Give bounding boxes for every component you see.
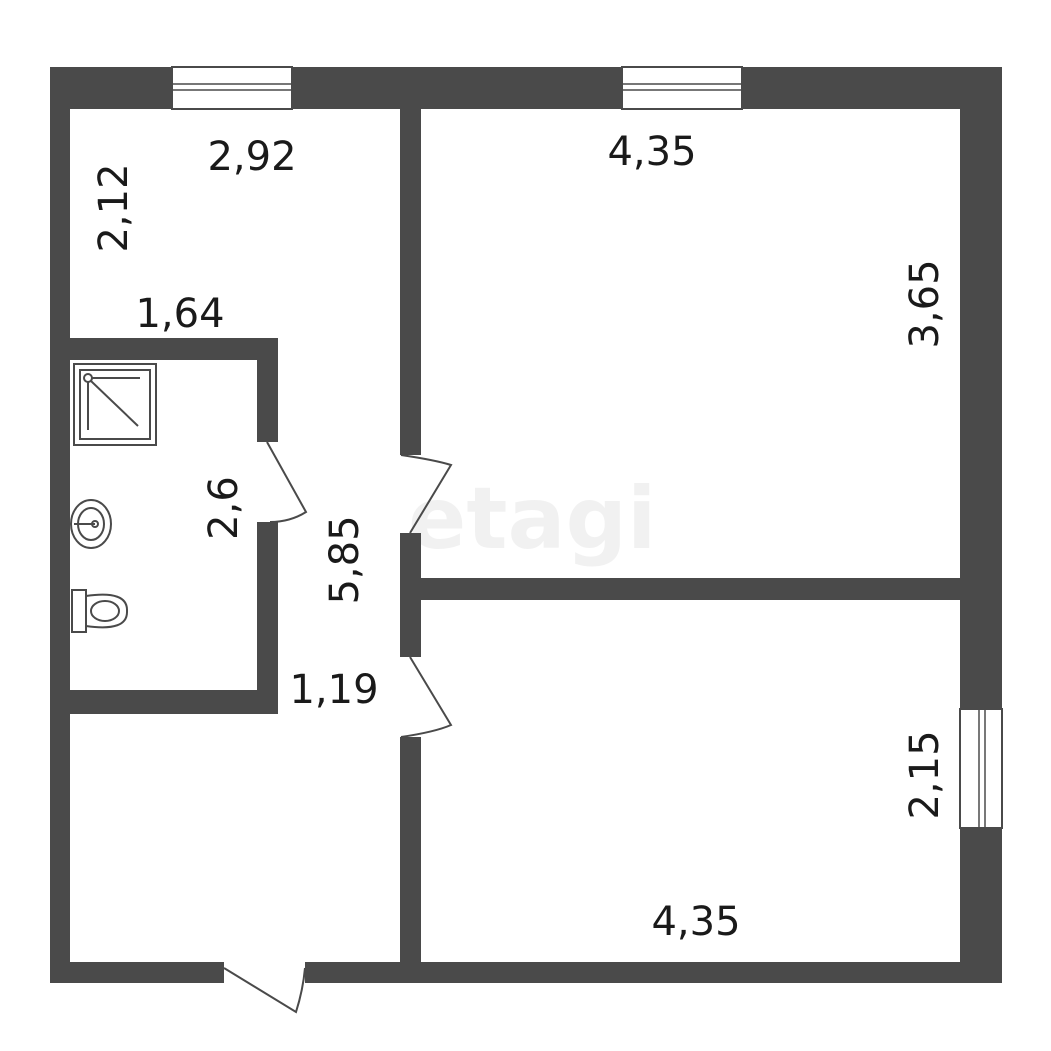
watermark: etagi [408,469,657,569]
bathroom-width-label: 1,64 [135,291,224,337]
left-wall [50,67,70,983]
partition-lower [400,737,421,963]
room1-length-label: 3,65 [902,259,948,348]
hall-length-label: 5,85 [322,515,368,604]
bathroom-length-label: 2,6 [201,476,247,540]
interior-walls [70,109,960,963]
bathroom-bottom-wall [70,690,278,714]
toilet-icon [71,589,129,633]
room2-length-label: 2,15 [902,730,948,819]
window-icon [171,66,293,110]
partition-middle [400,533,421,657]
partition-upper [400,109,421,455]
door-swing-icon [400,454,453,534]
bathroom-right-wall-upper [257,338,278,442]
outer-walls [50,67,1002,983]
sink-icon [70,499,112,549]
corridor-width-label: 2,92 [207,134,296,180]
right-wall-upper [960,67,1002,709]
room-divider-wall [421,578,960,600]
window-icon [959,708,1003,829]
shower-icon [73,363,157,446]
bathroom-top-wall [70,338,278,360]
bottom-wall-left [50,962,224,983]
corridor-depth-label: 2,12 [91,163,137,252]
bottom-wall-right [305,962,1002,983]
hall-width-label: 1,19 [289,667,378,713]
dimension-labels: 2,92 2,12 1,64 2,6 5,85 1,19 4,35 3,65 2… [91,129,948,945]
right-wall-lower [960,828,1002,983]
room1-width-label: 4,35 [607,129,696,175]
room2-width-label: 4,35 [651,899,740,945]
door-swing-icon [400,656,453,738]
door-swing-icon [266,441,308,523]
bathroom-right-wall-lower [257,522,278,714]
door-swing-icon [223,967,306,1014]
window-icon [621,66,743,110]
